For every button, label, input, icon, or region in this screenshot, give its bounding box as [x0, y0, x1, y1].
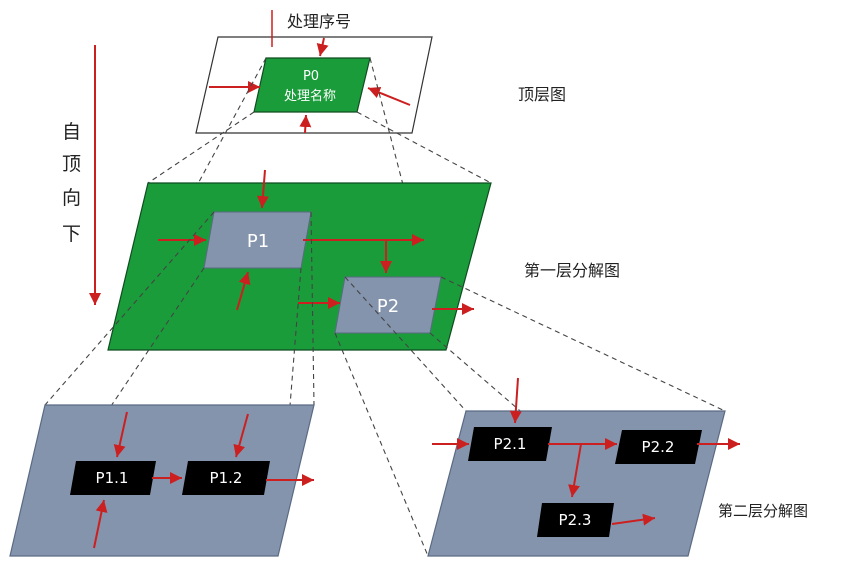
p2-1-node [468, 427, 552, 461]
p2-1-in-top-arrow [509, 377, 522, 424]
p2-3-label: P2.3 [559, 511, 592, 529]
p2-3-node [537, 503, 614, 537]
p1-2-label: P1.2 [210, 469, 243, 487]
top-down-char-3: 向 [62, 187, 81, 209]
second-level-label: 第二层分解图 [718, 502, 808, 520]
p2-2-label: P2.2 [642, 438, 675, 456]
p1-1-label: P1.1 [96, 469, 129, 487]
p0-in-bottom-arrow [299, 114, 312, 134]
p0-in-right-arrow [367, 86, 411, 106]
p1-1-in-top-arrow [113, 411, 128, 458]
process-name-label: 处理名称 [284, 88, 336, 104]
first-level-label: 第一层分解图 [524, 261, 620, 280]
top-down-char-2: 顶 [62, 153, 81, 175]
p2-3-out-right-arrow [611, 513, 656, 526]
process-number-label: 处理序号 [287, 12, 351, 31]
p2-1-label: P2.1 [494, 435, 527, 453]
p0-label: P0 [303, 69, 319, 84]
p1-in-bottom-arrow [236, 271, 251, 311]
p2-label: P2 [377, 296, 399, 317]
top-level-label: 顶层图 [518, 85, 566, 104]
p1-in-top-arrow [256, 169, 269, 209]
p1-label: P1 [247, 231, 269, 252]
p2-1-to-p2-3-arrow [568, 443, 582, 498]
p1-1-in-bottom-arrow [93, 499, 108, 549]
p1-2-node [182, 461, 270, 495]
second-level-left-frame [9, 404, 315, 557]
p0-in-top-arrow [316, 37, 329, 57]
top-down-char-4: 下 [62, 223, 81, 245]
p1-2-in-top-arrow [233, 413, 249, 458]
top-down-char-1: 自 [62, 121, 81, 143]
p2-2-node [615, 430, 702, 464]
p1-1-node [70, 461, 156, 495]
